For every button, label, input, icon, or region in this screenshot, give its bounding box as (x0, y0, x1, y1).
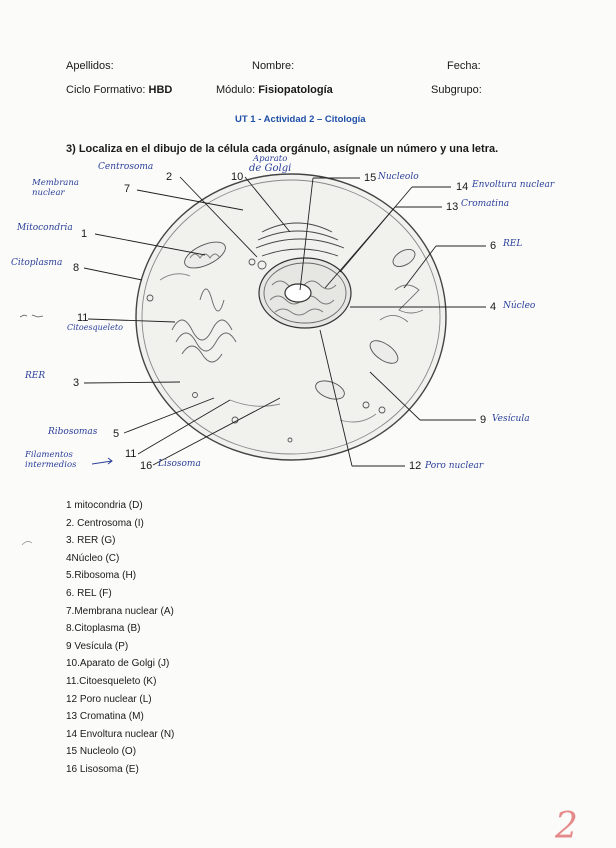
label-number-12: 12 (409, 460, 422, 472)
answer-item: 6. REL (F) (66, 587, 112, 599)
answer-item: 5.Ribosoma (H) (66, 570, 137, 582)
label-number-6: 6 (490, 240, 497, 252)
label-number-3: 3 (73, 377, 80, 389)
hw-poro-nuclear: Poro nuclear (425, 461, 484, 471)
hw-ribosomas: Ribosomas (48, 427, 98, 437)
answer-item: 2. Centrosoma (I) (66, 517, 144, 529)
hw-rel: REL (503, 239, 523, 249)
hw-centrosoma: Centrosoma (98, 162, 154, 172)
modulo: Módulo: Fisiopatología (216, 84, 333, 96)
label-number-4: 4 (490, 301, 497, 313)
label-number-11-top: 11 (77, 312, 89, 324)
answer-item: 3. RER (G) (66, 535, 116, 547)
hw-filamentos-intermedios: Filamentos intermedios (25, 450, 76, 470)
label-number-16: 16 (140, 460, 153, 472)
answer-item: 13 Cromatina (M) (66, 711, 144, 723)
answer-item: 7.Membrana nuclear (A) (66, 605, 174, 617)
hw-nucleolo: Nucleolo (378, 172, 419, 182)
page-number: 2 (555, 806, 578, 847)
label-number-7: 7 (124, 183, 131, 195)
hw-lisosoma: Lisosoma (158, 459, 201, 469)
label-number-9: 9 (480, 414, 487, 426)
question-text: 3) Localiza en el dibujo de la célula ca… (66, 143, 499, 155)
answer-item: 8.Citoplasma (B) (66, 623, 141, 635)
nombre-label: Nombre: (252, 60, 295, 72)
hw-citoesqueleto: Citoesqueleto (67, 323, 123, 332)
label-number-13: 13 (446, 201, 459, 213)
fecha-label: Fecha: (447, 60, 481, 72)
hw-citoplasma: Citoplasma (11, 258, 63, 268)
apellidos-label: Apellidos: (66, 60, 114, 72)
hw-membrana-line2: nuclear (32, 188, 65, 198)
answer-item: 14 Envoltura nuclear (N) (66, 728, 175, 740)
modulo-value: Fisiopatología (258, 84, 333, 96)
label-number-11-bottom: 11 (125, 448, 137, 460)
modulo-label: Módulo: (216, 84, 256, 96)
label-number-1: 1 (81, 228, 88, 240)
hw-filamentos-line1: Filamentos (25, 450, 73, 460)
label-number-8: 8 (73, 262, 80, 274)
hw-aparato-golgi: Aparato de Golgi (249, 154, 291, 174)
answer-item: 10.Aparato de Golgi (J) (66, 658, 170, 670)
hw-envoltura-nuclear: Envoltura nuclear (472, 180, 555, 190)
hw-cromatina: Cromatina (461, 199, 510, 209)
hw-rer: RER (25, 371, 46, 381)
answer-list: 1 mitocondria (D) 2. Centrosoma (I) 3. R… (66, 497, 174, 779)
ciclo-value: HBD (148, 84, 173, 96)
answer-item: 16 Lisosoma (E) (66, 763, 139, 775)
hw-nucleo: Núcleo (503, 301, 536, 311)
answer-item: 1 mitocondria (D) (66, 500, 143, 511)
hw-membrana-line1: Membrana (32, 178, 79, 188)
hw-filamentos-line2: intermedios (25, 460, 77, 470)
ciclo-formativo: Ciclo Formativo: HBD (66, 84, 172, 96)
answer-item: 15 Nucleolo (O) (66, 746, 137, 758)
ciclo-label: Ciclo Formativo: (66, 84, 146, 96)
hw-aparato-line1: Aparato (253, 154, 288, 164)
label-number-14: 14 (456, 181, 469, 193)
answer-item: 11.Citoesqueleto (K) (66, 675, 157, 687)
label-number-2: 2 (166, 171, 173, 183)
hw-vesicula: Vesícula (492, 414, 530, 424)
subgrupo-label: Subgrupo: (431, 84, 482, 96)
hw-membrana-nuclear: Membrana nuclear (32, 178, 79, 198)
hw-aparato-line2: de Golgi (249, 163, 292, 174)
label-number-5: 5 (113, 428, 120, 440)
label-number-15: 15 (364, 172, 377, 184)
answer-item: 4Núcleo (C) (66, 552, 120, 564)
activity-title: UT 1 - Actividad 2 – Citología (235, 114, 366, 125)
answer-item: 9 Vesícula (P) (66, 640, 129, 652)
label-number-10: 10 (231, 171, 244, 183)
answer-item: 12 Poro nuclear (L) (66, 693, 152, 705)
hw-mitocondria: Mitocondria (17, 223, 73, 233)
